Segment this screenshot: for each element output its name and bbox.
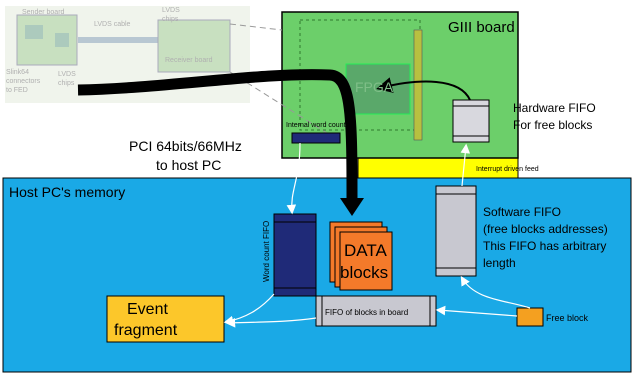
software-fifo-label-1: Software FIFO (483, 205, 561, 219)
sender-board-shape (16, 14, 78, 66)
lvds-chips-top-label2: chips (162, 16, 179, 23)
sw-fifo-to-hw-fifo-arrow (460, 143, 471, 187)
slink-label-3: to FED (6, 87, 28, 94)
counter-to-wcf-arrow (286, 142, 301, 215)
fpga-label: FPGA (355, 79, 394, 95)
fpga-chip (345, 63, 411, 115)
slink-label-2: connectors (6, 78, 41, 85)
hardware-fifo-label-2: For free blocks (513, 118, 592, 132)
word-count-fifo-label: Word count FIFO (262, 221, 271, 282)
free-block-to-fbib-arrow (435, 305, 518, 317)
connector-strip (413, 29, 423, 141)
lvds-chips-bottom-label2: chips (58, 80, 75, 87)
receiver-board-label: Receiver board (165, 57, 213, 64)
data-block-front (339, 231, 393, 291)
sender-board-chip (25, 25, 43, 39)
hardware-fifo-label-1: Hardware FIFO (513, 101, 596, 115)
word-count-fifo (273, 213, 317, 297)
host-memory-label: Host PC's memory (9, 184, 125, 200)
fifo-blocks-in-board (315, 295, 437, 327)
pci-label-1: PCI 64bits/66MHz (129, 138, 242, 154)
hardware-fifo (452, 99, 490, 143)
data-label-2: blocks (340, 263, 388, 282)
giii-board-label: GIII board (448, 19, 515, 36)
data-label-1: DATA (344, 241, 387, 260)
lvds-chips-top-label: LVDS (162, 7, 180, 14)
software-fifo-label-2: (free blocks addresses) (483, 222, 608, 236)
slink-label-1: Slink64 (6, 69, 29, 76)
fifo-blocks-in-board-label: FIFO of blocks in board (325, 308, 408, 317)
software-fifo-label-3: This FIFO has arbitrary (483, 239, 606, 253)
pci-cable-arrowhead (340, 198, 364, 216)
event-fragment-box (106, 295, 225, 343)
sender-board-label: Sender board (22, 9, 65, 16)
fbib-to-event-arrow (225, 317, 317, 328)
software-fifo-label-4: length (483, 256, 516, 270)
internal-word-counter (291, 132, 341, 144)
lvds-chips-shape (55, 33, 69, 47)
inset-guide-line-top (229, 23, 283, 31)
lvds-cable-shape (78, 37, 158, 43)
internal-word-counter-label: Internal word counter (286, 122, 352, 129)
event-label-1: Event (127, 301, 168, 318)
free-block-to-swfifo-arrow (460, 275, 531, 309)
pci-cable (77, 69, 358, 205)
event-label-2: fragment (114, 322, 178, 339)
pci-label-2: to host PC (156, 157, 221, 173)
fifo-to-fpga-arrow (376, 77, 471, 101)
free-block-label: Free block (546, 313, 589, 323)
free-block-box (516, 307, 544, 327)
lvds-chips-bottom-label: LVDS (58, 71, 76, 78)
interrupt-feed-label: Interrupt driven feed (476, 166, 539, 173)
software-fifo (435, 185, 477, 277)
receiver-board-shape (157, 19, 231, 73)
lvds-cable-label: LVDS cable (94, 21, 131, 28)
